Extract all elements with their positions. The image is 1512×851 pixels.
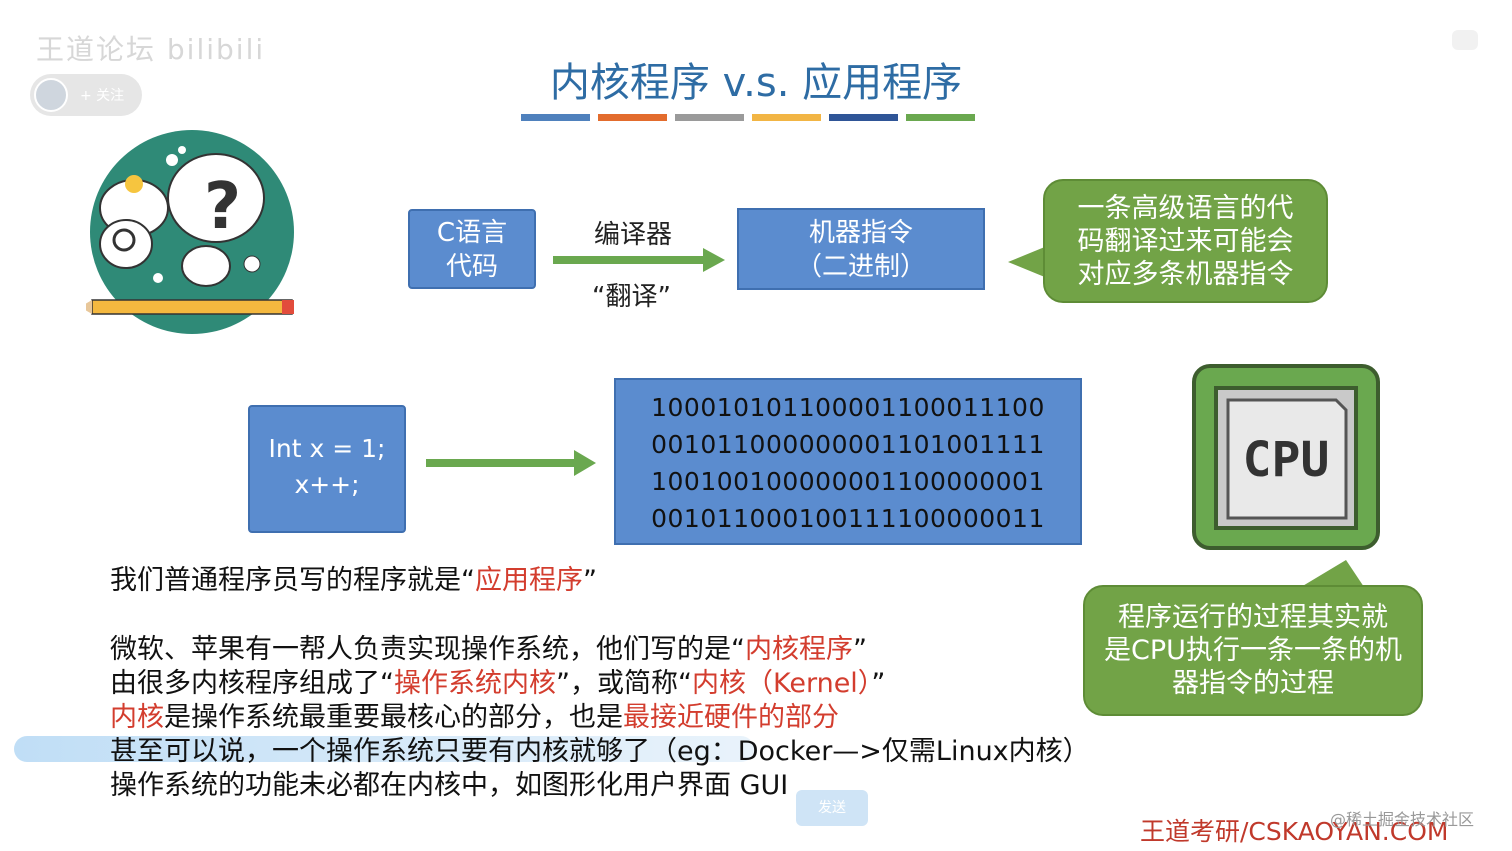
send-button[interactable]: 发送 <box>796 790 868 826</box>
follow-label: + 关注 <box>80 88 125 104</box>
fullscreen-icon[interactable] <box>1452 30 1478 50</box>
machine-instruction-box: 机器指令 （二进制） <box>737 208 985 290</box>
c-code-line: 代码 <box>445 252 498 282</box>
svg-text:?: ? <box>204 170 241 244</box>
arrow-right-icon <box>426 450 596 476</box>
follow-button[interactable]: + 关注 <box>30 74 142 116</box>
binary-line: 001011000000001101001111 <box>651 430 1045 459</box>
machine-instruction-line: （二进制） <box>795 252 926 282</box>
paragraph-gui: 操作系统的功能未必都在内核中，如图形化用户界面 GUI <box>110 770 789 801</box>
bubble-pointer <box>1296 560 1366 590</box>
paragraph-kernel-core: 内核是操作系统最重要最核心的部分，也是最接近硬件的部分 <box>110 702 839 733</box>
title-bar <box>752 114 821 121</box>
title-bar <box>598 114 667 121</box>
binary-code-box: 100010101100001100011100 001011000000001… <box>614 378 1082 545</box>
binary-line: 100100100000001100000001 <box>651 467 1045 496</box>
c-code-line: C语言 <box>436 218 508 248</box>
bubble-line: 程序运行的过程其实就 <box>1118 602 1388 633</box>
slide-title: 内核程序 v.s. 应用程序 <box>549 60 963 106</box>
paragraph-os-kernel: 由很多内核程序组成了“操作系统内核”，或简称“内核（Kernel）” <box>110 668 886 699</box>
callout-bubble-cpu: 程序运行的过程其实就 是CPU执行一条一条的机 器指令的过程 <box>1083 585 1423 716</box>
annotation-highlight <box>14 736 754 762</box>
code-line: x++; <box>294 470 360 499</box>
title-bar <box>906 114 975 121</box>
bubble-line: 一条高级语言的代 <box>1077 193 1294 224</box>
compiler-label: 编译器 <box>594 220 673 250</box>
title-bar <box>829 114 898 121</box>
paragraph-kernel-program: 微软、苹果有一帮人负责实现操作系统，他们写的是“内核程序” <box>110 634 867 665</box>
machine-instruction-line: 机器指令 <box>808 218 913 248</box>
uploader-avatar <box>34 78 68 112</box>
thinking-illustration-icon: ? <box>86 130 294 334</box>
title-bar <box>675 114 744 121</box>
footer-brand: 王道考研/CSKAOYAN.COM <box>1140 817 1449 846</box>
title-bar <box>521 114 590 121</box>
bilibili-watermark: 王道论坛 bilibili <box>36 33 266 66</box>
cpu-chip-icon: CPU <box>1192 364 1380 550</box>
juejin-watermark: @稀土掘金技术社区 <box>1330 810 1475 829</box>
bubble-line: 是CPU执行一条一条的机 <box>1104 635 1402 666</box>
title-color-bars <box>521 114 975 121</box>
code-line: Int x = 1; <box>268 434 386 463</box>
code-scroll: Int x = 1; x++; <box>248 405 406 533</box>
paragraph-docker: 甚至可以说，一个操作系统只要有内核就够了（eg：Docker—>仅需Linux内… <box>110 736 1090 767</box>
arrow-right-icon <box>553 248 725 272</box>
binary-line: 100010101100001100011100 <box>651 393 1045 422</box>
c-code-scroll: C语言 代码 <box>408 209 536 289</box>
cpu-label: CPU <box>1243 432 1330 488</box>
binary-line: 001011000100111100000011 <box>651 504 1045 533</box>
translate-label: “翻译” <box>592 282 671 312</box>
paragraph-app-program: 我们普通程序员写的程序就是“应用程序” <box>110 565 597 596</box>
bubble-pointer <box>1008 244 1052 280</box>
bubble-line: 码翻译过来可能会 <box>1077 226 1294 257</box>
callout-bubble-instructions: 一条高级语言的代 码翻译过来可能会 对应多条机器指令 <box>1043 179 1328 303</box>
bubble-line: 器指令的过程 <box>1172 668 1334 699</box>
bubble-line: 对应多条机器指令 <box>1077 259 1294 290</box>
